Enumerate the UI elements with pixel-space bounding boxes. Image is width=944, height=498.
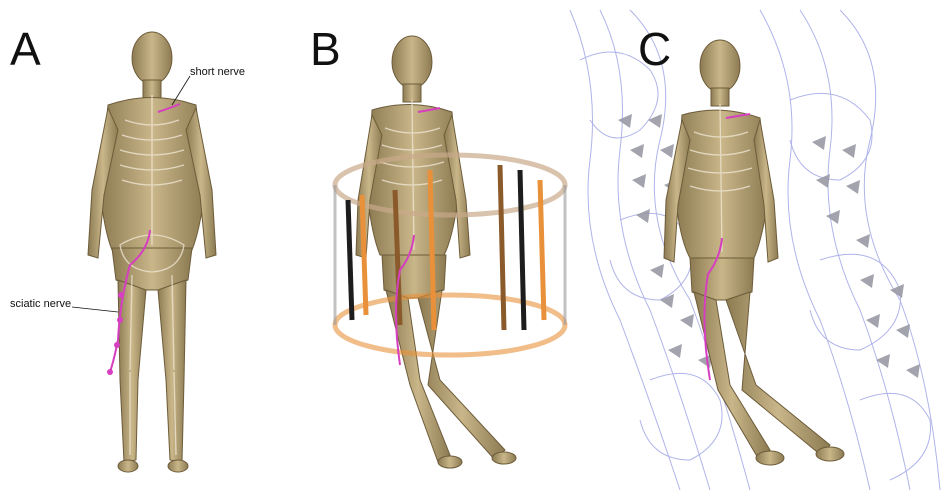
panel-a-figure [0,0,300,498]
panel-b-figure [300,0,580,498]
panel-letter-b: B [310,26,341,72]
sciatic-nerve-label: sciatic nerve [10,298,71,310]
human-body-walking [664,40,844,465]
panel-letter-c: C [638,26,671,72]
short-nerve-label: short nerve [190,66,245,78]
panel-b: B [300,0,580,498]
panel-c-figure [560,0,944,498]
panel-a: A short nerve sciatic nerve [0,0,300,498]
human-body-angled [356,36,516,468]
panel-letter-a: A [10,26,41,72]
panel-c: C [560,0,944,498]
